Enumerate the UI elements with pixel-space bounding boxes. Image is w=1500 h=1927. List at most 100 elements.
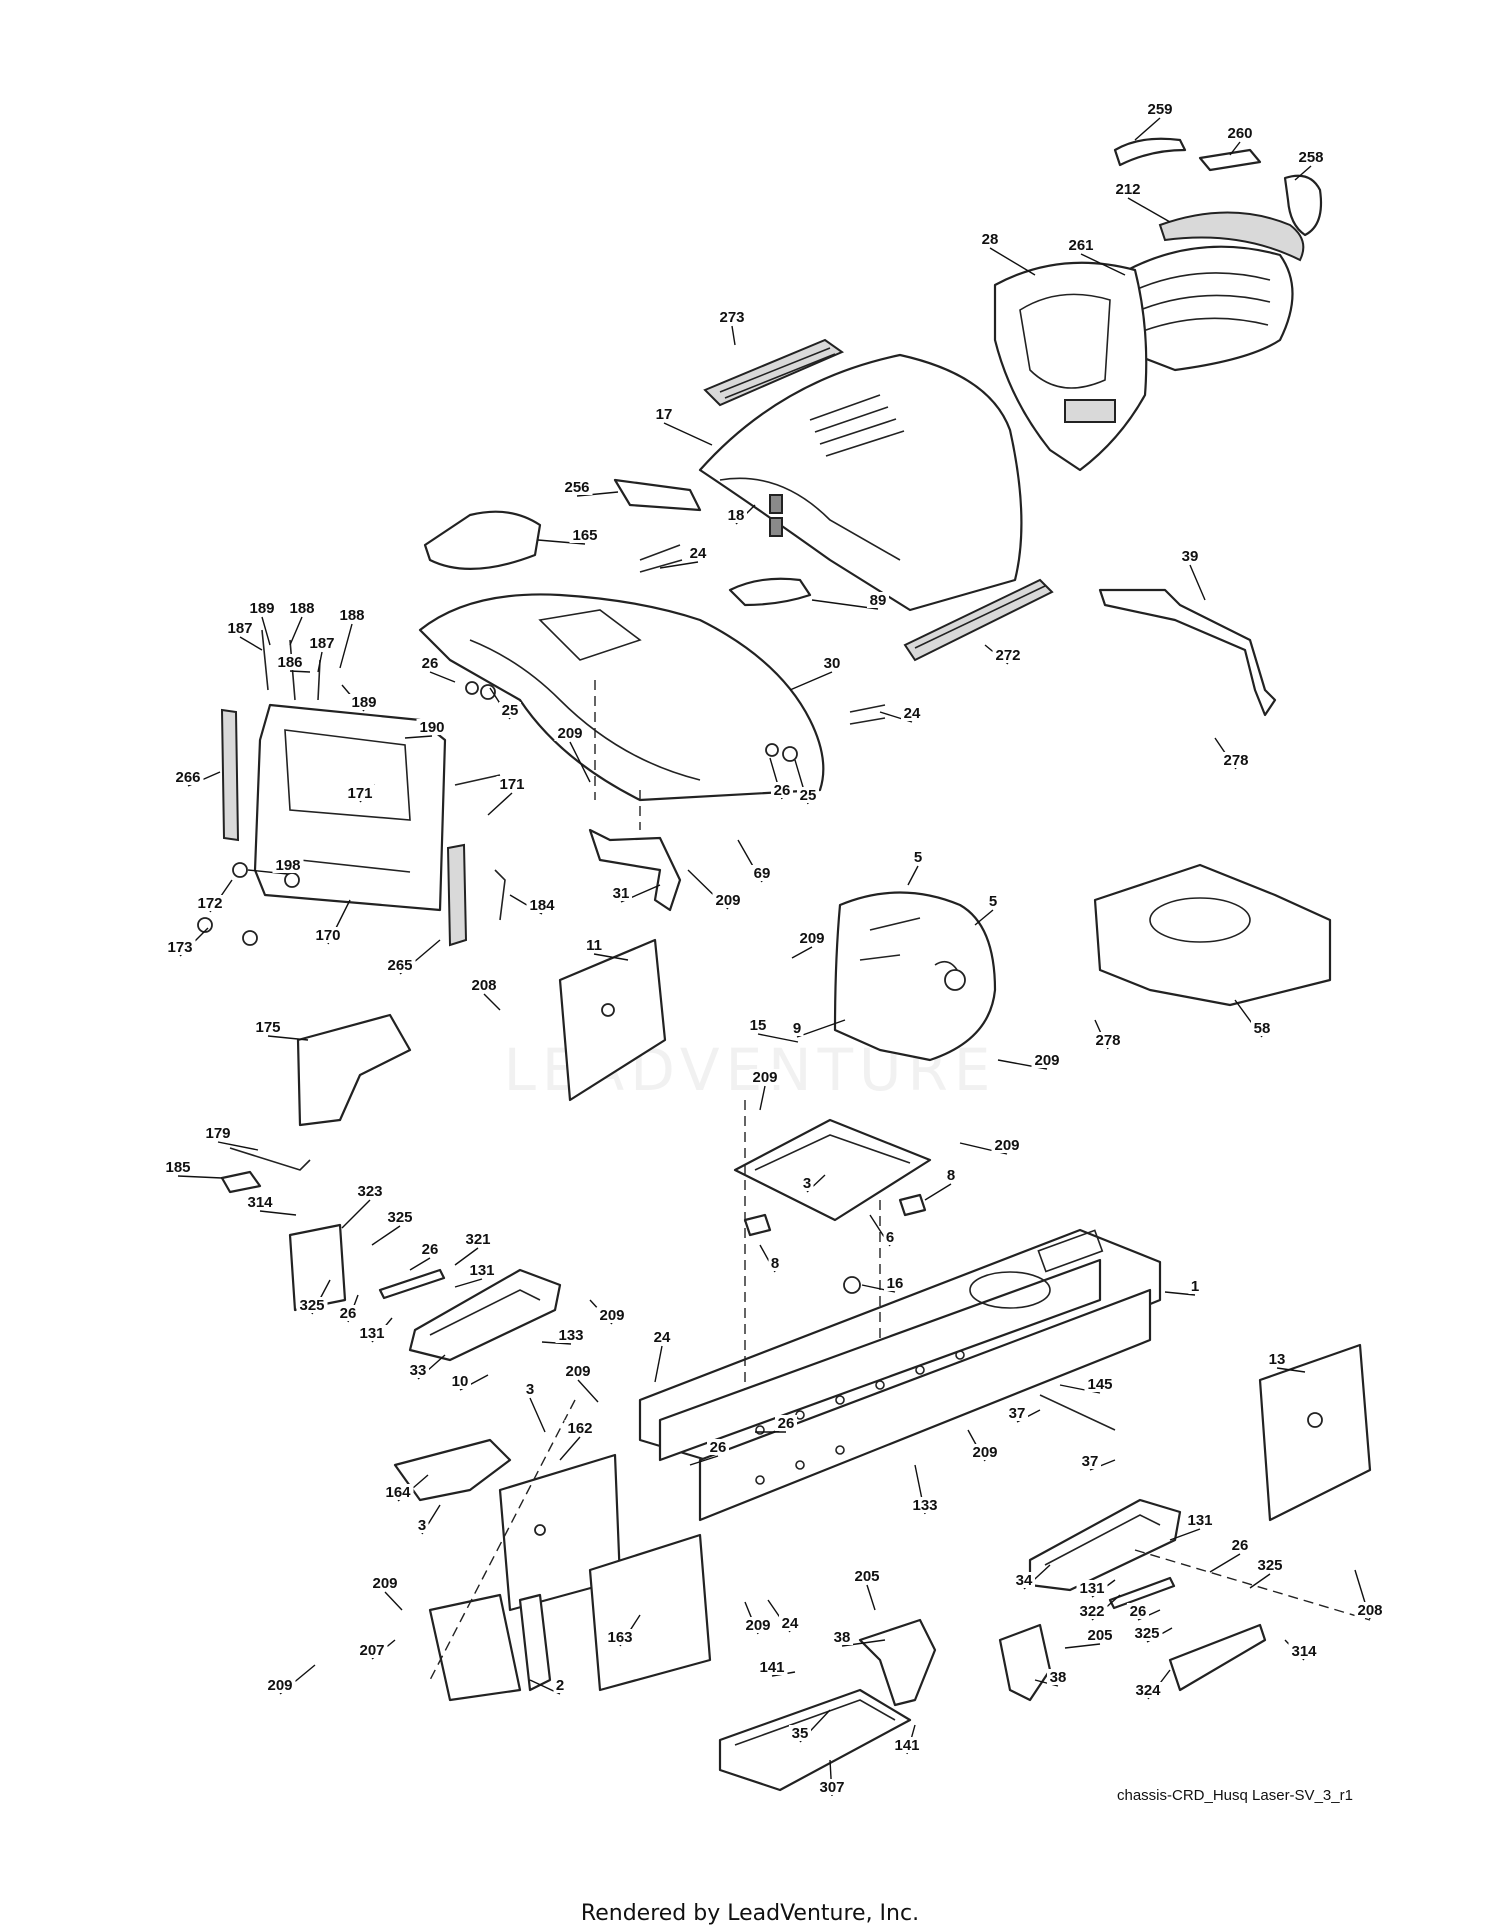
- callout-186: 186: [274, 654, 311, 673]
- callout-9: 9: [790, 1019, 846, 1038]
- callout-273: 273: [716, 309, 748, 346]
- callout-175: 175: [252, 1019, 309, 1041]
- callout-label: 205: [854, 1568, 879, 1585]
- callout-label-bg: [286, 600, 318, 616]
- callout-leader: [289, 616, 303, 646]
- callout-leader: [593, 953, 629, 961]
- callout-leader: [1134, 117, 1161, 141]
- callout-label-bg: [336, 607, 368, 623]
- callout-leader: [259, 1210, 297, 1216]
- callout-131: 131: [454, 1262, 498, 1288]
- callout-141: 141: [891, 1724, 923, 1755]
- callout-leader: [576, 491, 619, 497]
- callout-leader: [757, 1033, 799, 1043]
- callout-208: 208: [468, 977, 501, 1011]
- callout-10: 10: [449, 1373, 489, 1391]
- callout-label-bg: [1112, 181, 1144, 197]
- callout-label: 25: [502, 702, 519, 719]
- callout-label-bg: [252, 1019, 284, 1035]
- callout-label: 187: [227, 620, 252, 637]
- callout-label-bg: [419, 655, 441, 671]
- callout-label-bg: [1354, 1602, 1386, 1618]
- callout-185: 185: [162, 1159, 223, 1179]
- callout-11: 11: [583, 937, 629, 961]
- callout-322: 322: [1076, 1594, 1121, 1621]
- callout-leader: [371, 1225, 401, 1246]
- callout-label: 278: [1223, 752, 1248, 769]
- callout-label: 131: [469, 1262, 494, 1279]
- callout-label-bg: [831, 1629, 853, 1645]
- callout-label: 261: [1068, 237, 1093, 254]
- callout-label-bg: [407, 1362, 429, 1378]
- callout-label: 9: [793, 1020, 801, 1037]
- callout-leader: [559, 1436, 581, 1461]
- callout-label: 24: [690, 545, 707, 562]
- callout-label: 141: [759, 1659, 784, 1676]
- callout-37: 37: [1079, 1453, 1116, 1471]
- callout-leader: [1294, 165, 1312, 181]
- callout-label: 3: [418, 1517, 426, 1534]
- pedal-cover: [296, 1013, 412, 1127]
- callout-label: 26: [1232, 1537, 1249, 1554]
- callout-label-bg: [712, 892, 744, 908]
- callout-187: 187: [306, 635, 338, 673]
- callout-leader: [247, 869, 289, 875]
- callout-1: 1: [1164, 1278, 1202, 1296]
- callout-8: 8: [759, 1244, 782, 1273]
- callout-label: 325: [387, 1209, 412, 1226]
- callout-leader: [384, 1591, 403, 1611]
- callout-label-bg: [348, 694, 380, 710]
- callout-189: 189: [341, 684, 380, 712]
- callout-label: 258: [1298, 149, 1323, 166]
- callout-label-bg: [687, 545, 709, 561]
- callout-label-bg: [272, 857, 304, 873]
- callout-184: 184: [509, 894, 558, 915]
- callout-label: 141: [894, 1737, 919, 1754]
- callout-label-bg: [1188, 1278, 1202, 1294]
- callout-89: 89: [811, 592, 889, 610]
- callout-label-bg: [356, 1642, 388, 1658]
- callout-133: 133: [909, 1464, 941, 1515]
- right-side-plate: [1258, 1343, 1372, 1522]
- callout-label-bg: [246, 600, 278, 616]
- callout-label: 26: [1130, 1603, 1147, 1620]
- callout-label-bg: [306, 635, 338, 651]
- callout-label: 209: [994, 1137, 1019, 1154]
- floor-pan: [1093, 863, 1332, 1007]
- callout-label-bg: [526, 897, 558, 913]
- footrest-bar-right: [1108, 1576, 1176, 1610]
- callout-leader: [907, 865, 919, 886]
- pedal-pad: [220, 1170, 262, 1194]
- callout-label: 188: [339, 607, 364, 624]
- front-grille: [1108, 245, 1294, 372]
- callout-label: 175: [255, 1019, 280, 1036]
- callout-188: 188: [286, 600, 318, 646]
- callout-label-bg: [800, 1175, 814, 1191]
- callout-label-bg: [751, 865, 773, 881]
- fuel-cap-cover: [613, 478, 702, 512]
- callout-label-bg: [725, 507, 747, 523]
- callout-28: 28: [979, 231, 1036, 276]
- callout-leader: [1064, 1643, 1101, 1649]
- callout-leader: [791, 946, 813, 959]
- callout-label: 8: [947, 1167, 955, 1184]
- callout-label: 307: [819, 1779, 844, 1796]
- callout-266: 266: [172, 769, 221, 787]
- callout-leader: [454, 1247, 479, 1266]
- callout-label-bg: [1288, 1643, 1320, 1659]
- callout-label-bg: [716, 309, 748, 325]
- callout-label-bg: [1229, 1537, 1251, 1553]
- callout-label: 24: [654, 1329, 671, 1346]
- callout-label-bg: [653, 406, 675, 422]
- callout-label: 24: [782, 1615, 799, 1632]
- callout-label: 170: [315, 927, 340, 944]
- callout-label: 189: [351, 694, 376, 711]
- callout-label-bg: [1251, 1020, 1273, 1036]
- callout-label-bg: [296, 1297, 328, 1313]
- callout-label-bg: [604, 1629, 636, 1645]
- callout-label-bg: [944, 1167, 958, 1183]
- callout-label: 26: [340, 1305, 357, 1322]
- callout-label-bg: [553, 1677, 567, 1693]
- callout-label: 209: [745, 1617, 770, 1634]
- callout-label: 133: [558, 1327, 583, 1344]
